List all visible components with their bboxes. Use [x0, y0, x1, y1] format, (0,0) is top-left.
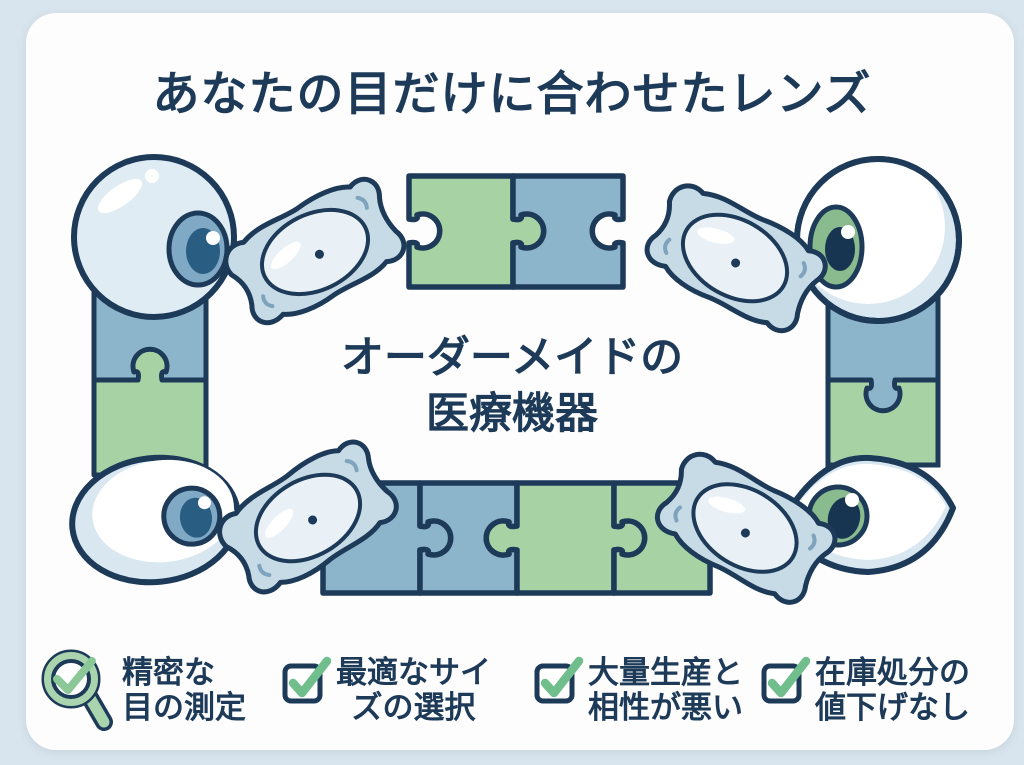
feature-text: 大量生産と 相性が悪い: [588, 650, 743, 725]
eyeball-top-left: [71, 154, 237, 320]
center-label-line1: オーダーメイドの: [340, 334, 684, 382]
lens-top-right: [636, 172, 833, 342]
magnifier-check-icon: [41, 649, 113, 731]
center-label: オーダーメイドの 医療機器: [0, 330, 1024, 442]
checkbox-check-icon: [761, 656, 811, 704]
checkbox-check-icon: [282, 656, 332, 704]
feature-line2: ズの選択: [351, 690, 476, 725]
eyeball-top-right: [794, 156, 962, 324]
feature-precise-measurement: 精密な 目の測定: [40, 648, 246, 742]
feature-line2: 相性が悪い: [588, 690, 743, 725]
feature-line1: 大量生産と: [588, 655, 743, 690]
puzzle-bottom-row: [320, 480, 713, 596]
feature-line1: 在庫処分の: [815, 655, 970, 690]
feature-line1: 精密な: [122, 655, 215, 690]
puzzle-top-pair: [406, 173, 626, 290]
checkbox-check-icon: [534, 656, 584, 704]
feature-line2: 目の測定: [122, 690, 246, 725]
feature-mass-production: 大量生産と 相性が悪い: [533, 650, 743, 725]
feature-optimal-size: 最適なサイ ズの選択: [281, 650, 491, 725]
center-label-line2: 医療機器: [426, 390, 598, 438]
feature-line2: 値下げなし: [815, 690, 970, 725]
lens-top-left: [216, 171, 412, 334]
feature-no-clearance-discount: 在庫処分の 値下げなし: [760, 650, 970, 725]
feature-text: 最適なサイ ズの選択: [336, 650, 491, 725]
page-title: あなたの目だけに合わせたレンズ: [152, 67, 872, 120]
feature-line1: 最適なサイ: [336, 655, 491, 690]
eye-side-bottom-left: [69, 454, 241, 586]
feature-text: 在庫処分の 値下げなし: [815, 650, 970, 725]
feature-text: 精密な 目の測定: [122, 648, 246, 725]
